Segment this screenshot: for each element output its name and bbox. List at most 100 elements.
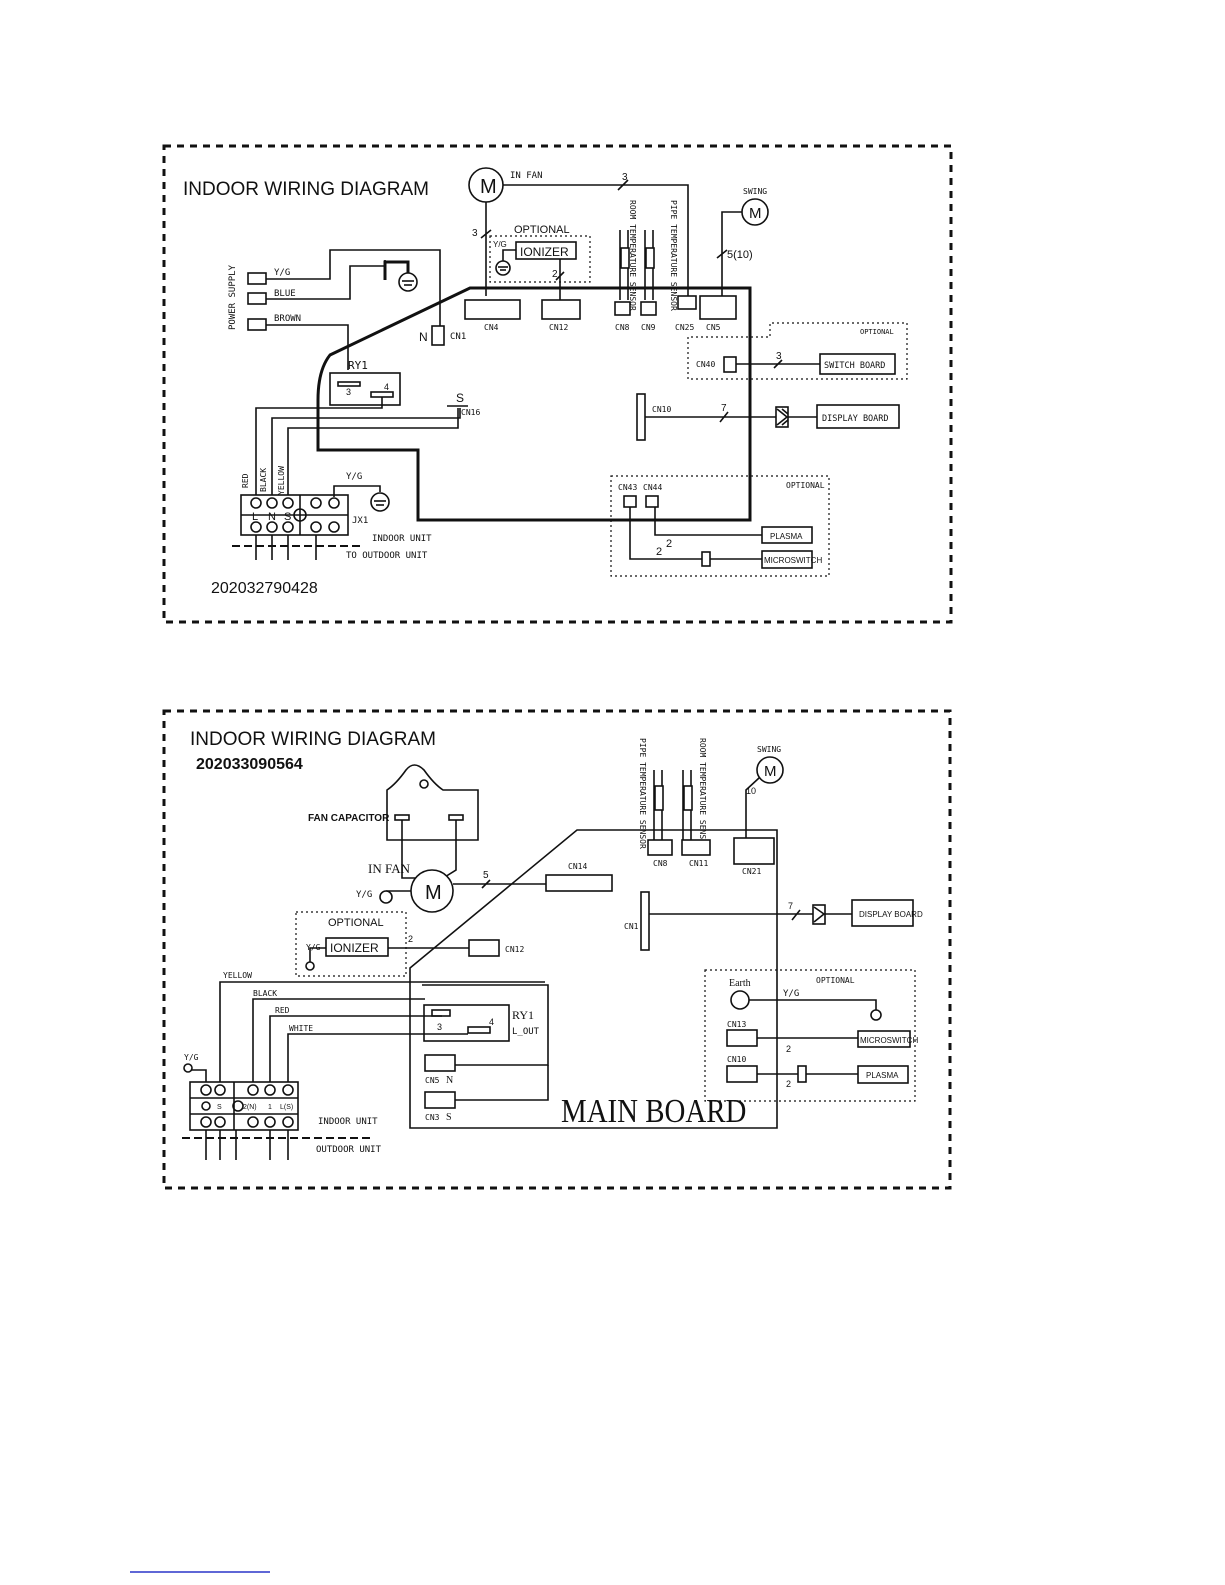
terminal-2n: 2(N): [243, 1104, 257, 1111]
cn5-connector: [699, 295, 737, 320]
cn8-label-2: CN8: [653, 859, 668, 868]
cn13-label: CN13: [727, 1020, 746, 1029]
display-board-box-2: [851, 899, 914, 927]
terminal-block-2: [189, 1081, 299, 1131]
ry1-pin-4: 4: [384, 382, 389, 392]
cn9-connector: [640, 301, 657, 316]
wire-count-10: 10: [746, 786, 756, 796]
diagram-2-frame: [162, 709, 952, 1190]
terminal-n: N: [268, 511, 276, 523]
pipe-temp-sensor-label: PIPE TEMPERATURE SENSOR: [669, 200, 678, 311]
wire-count-3b: 3: [472, 228, 478, 239]
cn3-label: CN3: [425, 1113, 440, 1122]
optional-label-1: OPTIONAL: [514, 224, 570, 236]
optional-ionizer-box: [489, 235, 591, 283]
cn43-connector: [623, 495, 637, 508]
wire-count-2c: 2: [656, 546, 662, 558]
optional-plasma-area: [610, 475, 830, 577]
fan-capacitor-icon: [386, 764, 479, 841]
cn10-connector-2: [726, 1065, 758, 1083]
plasma-connector-icon-2: [797, 1065, 807, 1083]
diagram-1-title: INDOOR WIRING DIAGRAM: [183, 179, 429, 200]
swing-label-2: SWING: [757, 745, 781, 754]
display-board-box: [816, 404, 900, 429]
cn1-connector-2: [640, 891, 650, 951]
cn5-label-2: CN5: [425, 1076, 440, 1085]
display-board-label-2: DISPLAY BOARD: [859, 910, 923, 919]
terminal-s: S: [284, 511, 291, 523]
switch-board-label: SWITCH BOARD: [824, 361, 885, 371]
ry1-label-2: RY1: [512, 1008, 534, 1022]
outdoor-unit-label-2: OUTDOOR UNIT: [316, 1145, 382, 1155]
cn1-connector: [431, 325, 445, 346]
n-label: N: [419, 330, 428, 344]
cn14-label: CN14: [568, 862, 587, 871]
cn3-connector: [424, 1091, 456, 1109]
s-label-2: S: [446, 1112, 452, 1123]
swing-motor-letter: M: [749, 205, 762, 222]
cn40-label: CN40: [696, 360, 715, 369]
switch-board-box: [819, 353, 896, 375]
cn8-connector: [614, 301, 631, 316]
fan-capacitor-label: FAN CAPACITOR: [308, 813, 390, 824]
earth-ground-icon: [870, 1009, 882, 1021]
room-temp-sensor-label-2: ROOM TEMPERATURE SENSOR: [698, 738, 707, 849]
optional-label-5: OPTIONAL: [816, 976, 855, 985]
cn25-connector: [677, 295, 697, 310]
cn1-label-2: CN1: [624, 922, 639, 931]
cn44-connector: [645, 495, 659, 508]
wire-count-5-10: 5(10): [727, 249, 753, 261]
room-sensor-icon-2: [683, 785, 693, 811]
ionizer-label-2: IONIZER: [330, 941, 379, 955]
ionizer-yg-label: Y/G: [493, 240, 507, 249]
terminal-yg: Y/G: [346, 472, 362, 482]
cn21-connector: [733, 837, 775, 865]
swing-label: SWING: [743, 187, 767, 196]
wire-count-3c: 3: [776, 351, 782, 362]
cn8-connector-2: [647, 839, 673, 856]
swing-motor-icon-2: [756, 756, 784, 784]
ionizer-ground-icon-2: [305, 961, 315, 971]
fan-yg-label: Y/G: [356, 890, 372, 900]
optional-plasma-area-2: [704, 969, 916, 1102]
optional-label-2: OPTIONAL: [860, 328, 894, 336]
cn12-connector: [541, 299, 581, 320]
pipe-temp-sensor-label-2: PIPE TEMPERATURE SENSOR: [638, 738, 647, 849]
pipe-sensor-icon-2: [654, 785, 664, 811]
plasma-label-2: PLASMA: [866, 1071, 899, 1080]
ground-icon-1: [398, 272, 418, 292]
microswitch-connector-icon: [701, 551, 711, 567]
terminal-l: L: [252, 511, 258, 523]
indoor-unit-label: INDOOR UNIT: [372, 534, 432, 544]
terminal-1: 1: [268, 1104, 272, 1111]
cn12-connector-2: [468, 939, 500, 957]
cn5-label: CN5: [706, 323, 721, 332]
microswitch-label: MICROSWITCH: [764, 556, 822, 565]
terminal-yg-2: Y/G: [184, 1053, 199, 1062]
in-fan-label-2: IN FAN: [368, 861, 411, 876]
s-label: S: [456, 391, 464, 405]
diagram-1: INDOOR WIRING DIAGRAM M IN FAN 3 3 OPTIO…: [162, 144, 953, 624]
earth-label: Earth: [729, 978, 751, 989]
relay-ry1-box: [329, 372, 401, 406]
diagram-2-title: INDOOR WIRING DIAGRAM: [190, 729, 436, 750]
wire-black-2: BLACK: [253, 989, 277, 998]
ry1-pin-3-2: 3: [437, 1022, 442, 1032]
ionizer-box-2: [325, 937, 389, 957]
wire-count-2b: 2: [666, 538, 672, 550]
wire-yellow: YELLOW: [277, 466, 286, 495]
cn4-label: CN4: [484, 323, 499, 332]
ry1-pin-4-2: 4: [489, 1017, 494, 1027]
wire-red-2: RED: [275, 1006, 290, 1015]
room-sensor-icon: [620, 247, 630, 269]
main-board-2-outline: [409, 829, 778, 1129]
main-board-outline: [316, 286, 752, 522]
cn1-label: CN1: [450, 332, 466, 342]
wire-count-5: 5: [483, 870, 489, 881]
wire-red: RED: [241, 473, 250, 488]
fan-wire-top: [503, 184, 689, 296]
microswitch-box: [761, 550, 813, 569]
cn11-connector: [681, 839, 711, 856]
wire-yellow-2: YELLOW: [223, 971, 252, 980]
indoor-unit-label-2: INDOOR UNIT: [318, 1117, 378, 1127]
